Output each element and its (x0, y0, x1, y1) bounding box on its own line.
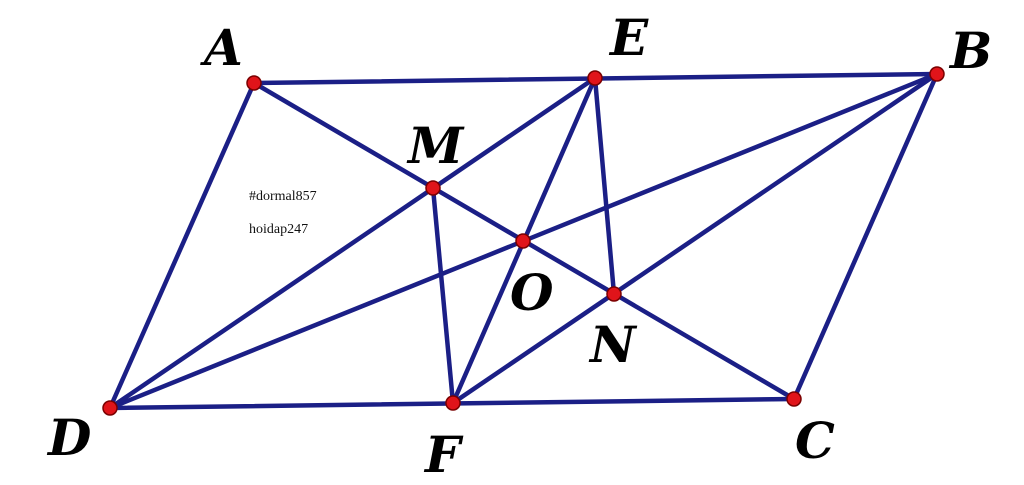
point-O (515, 233, 531, 249)
label-D: D (46, 408, 91, 467)
point-D (102, 400, 118, 416)
label-F: F (423, 425, 464, 484)
label-B: B (948, 21, 992, 80)
segment-BF (450, 71, 940, 406)
watermark-line-1: #dormal857 (249, 189, 317, 204)
segment-DE (107, 75, 598, 411)
segment-MF (430, 185, 456, 406)
segment-EN (592, 75, 617, 297)
segment-BC (791, 71, 940, 402)
point-E (587, 70, 603, 86)
point-B (929, 66, 945, 82)
label-N: N (588, 315, 638, 374)
label-E: E (608, 8, 649, 67)
point-C (786, 391, 802, 407)
point-M (425, 180, 441, 196)
watermark-line-2: hoidap247 (249, 222, 308, 237)
point-A (246, 75, 262, 91)
labels-group: A E B M O N D F C (46, 8, 992, 484)
watermark: #dormal857 hoidap247 (249, 189, 317, 237)
point-F (445, 395, 461, 411)
label-A: A (200, 18, 243, 77)
label-C: C (795, 411, 835, 470)
label-M: M (406, 116, 465, 175)
label-O: O (510, 263, 554, 322)
points-group (102, 66, 945, 416)
point-N (606, 286, 622, 302)
segment-DA (107, 80, 257, 411)
